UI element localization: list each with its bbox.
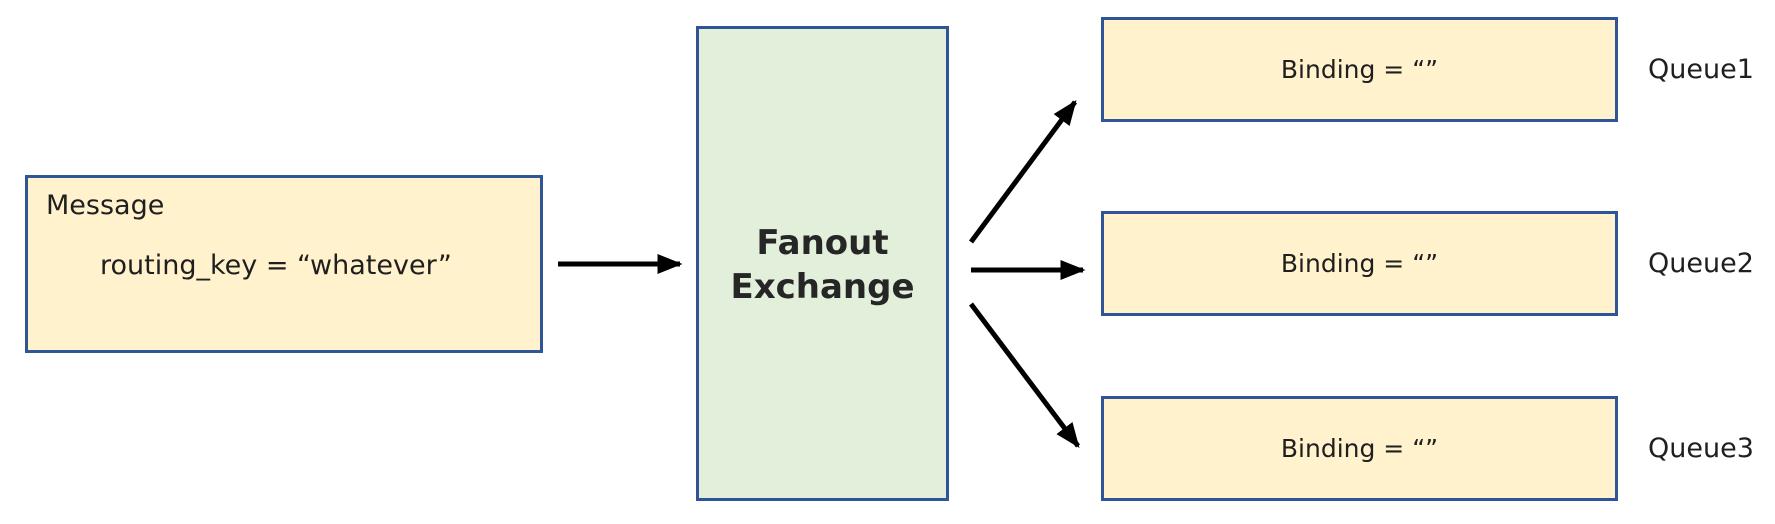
exchange-label-line1: Fanout bbox=[756, 223, 889, 263]
exchange-label: Fanout Exchange bbox=[699, 221, 946, 309]
message-box: Message routing_key = “whatever” bbox=[25, 175, 543, 353]
queue1-label: Queue1 bbox=[1648, 54, 1754, 85]
exchange-label-line2: Exchange bbox=[730, 267, 915, 307]
queue2-label: Queue2 bbox=[1648, 248, 1754, 279]
exchange-to-queue3-arrow bbox=[969, 302, 1080, 448]
queue2-binding: Binding = “” bbox=[1280, 249, 1439, 278]
queue3-binding: Binding = “” bbox=[1280, 434, 1439, 463]
exchange-to-queue1-arrow bbox=[968, 99, 1078, 244]
message-routing-key: routing_key = “whatever” bbox=[100, 250, 452, 281]
fanout-exchange-box: Fanout Exchange bbox=[696, 26, 949, 501]
queue3-label: Queue3 bbox=[1648, 433, 1754, 464]
queue2-box: Binding = “” bbox=[1101, 211, 1618, 316]
queue1-box: Binding = “” bbox=[1101, 17, 1618, 122]
queue1-binding: Binding = “” bbox=[1280, 55, 1439, 84]
queue3-box: Binding = “” bbox=[1101, 396, 1618, 501]
message-title: Message bbox=[46, 190, 165, 221]
